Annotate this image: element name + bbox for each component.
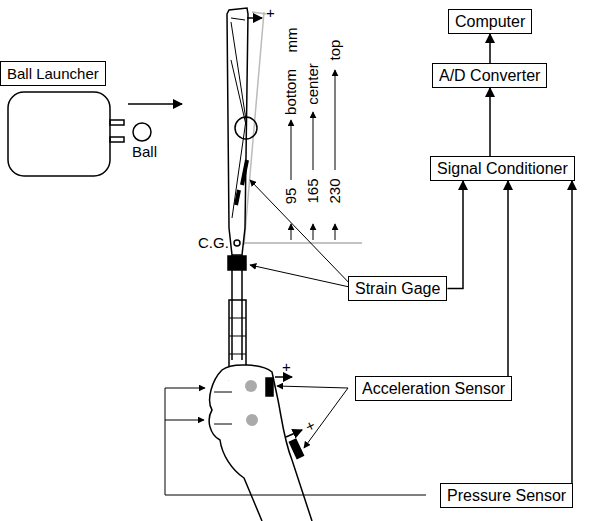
- process-box: A/D Converter: [432, 63, 547, 88]
- signal-arrow: [447, 181, 463, 289]
- launcher-body: [8, 92, 110, 176]
- cg-line: [244, 243, 362, 244]
- launcher-prong: [110, 137, 124, 142]
- process-box: Acceleration Sensor: [355, 376, 512, 401]
- position-label: top: [327, 39, 343, 62]
- ball-label: Ball: [132, 144, 157, 160]
- ball-on-racket: [235, 117, 257, 139]
- cg-point: [234, 240, 240, 246]
- process-box: Strain Gage: [348, 276, 447, 301]
- racket-frame: [227, 8, 248, 255]
- dimension-value: 165: [305, 177, 321, 204]
- process-box: Signal Conditioner: [430, 156, 575, 181]
- strain-gage-head: [242, 160, 247, 185]
- position-label: bottom: [283, 68, 299, 116]
- strain-gage-shaft: [228, 256, 246, 270]
- box-text: Ball Launcher: [7, 64, 99, 83]
- unit-label: mm: [284, 27, 300, 54]
- process-box: Pressure Sensor: [440, 483, 573, 508]
- process-box: Computer: [448, 9, 532, 34]
- box-text: Pressure Sensor: [447, 486, 566, 505]
- cg-label: C.G.: [198, 235, 229, 251]
- dimension-value: 230: [327, 177, 343, 204]
- pressure-point: [245, 380, 257, 392]
- signal-arrow: [571, 181, 573, 483]
- signal-arrow: [489, 88, 491, 156]
- accel-direction: [286, 430, 302, 437]
- accel-direction: [275, 376, 292, 378]
- hand: [209, 365, 312, 521]
- grip-lines: [229, 318, 246, 354]
- direction-sign: +: [282, 359, 291, 375]
- leader-lines: [165, 180, 426, 495]
- accel-sensor-wrist: [289, 439, 303, 458]
- box-text: Signal Conditioner: [437, 159, 568, 178]
- signal-arrow: [507, 181, 509, 376]
- launcher-prong: [110, 120, 124, 125]
- position-label: center: [305, 62, 321, 106]
- box-text: Acceleration Sensor: [362, 379, 505, 398]
- tip-direction-arrow: [247, 17, 262, 19]
- accel-sensor-hand: [266, 378, 273, 396]
- dimension-value: 95: [283, 187, 299, 206]
- ball-direction-arrow: [128, 103, 182, 105]
- box-text: A/D Converter: [439, 66, 540, 85]
- direction-sign: +: [303, 417, 318, 435]
- ball: [133, 123, 151, 141]
- strain-gage-head: [236, 190, 239, 205]
- box-text: Strain Gage: [355, 279, 440, 298]
- signal-arrow: [489, 34, 491, 63]
- pressure-point: [246, 414, 258, 426]
- title-box: Ball Launcher: [0, 61, 106, 86]
- box-text: Computer: [455, 12, 525, 31]
- fingers: [214, 392, 232, 424]
- direction-sign: +: [266, 5, 275, 21]
